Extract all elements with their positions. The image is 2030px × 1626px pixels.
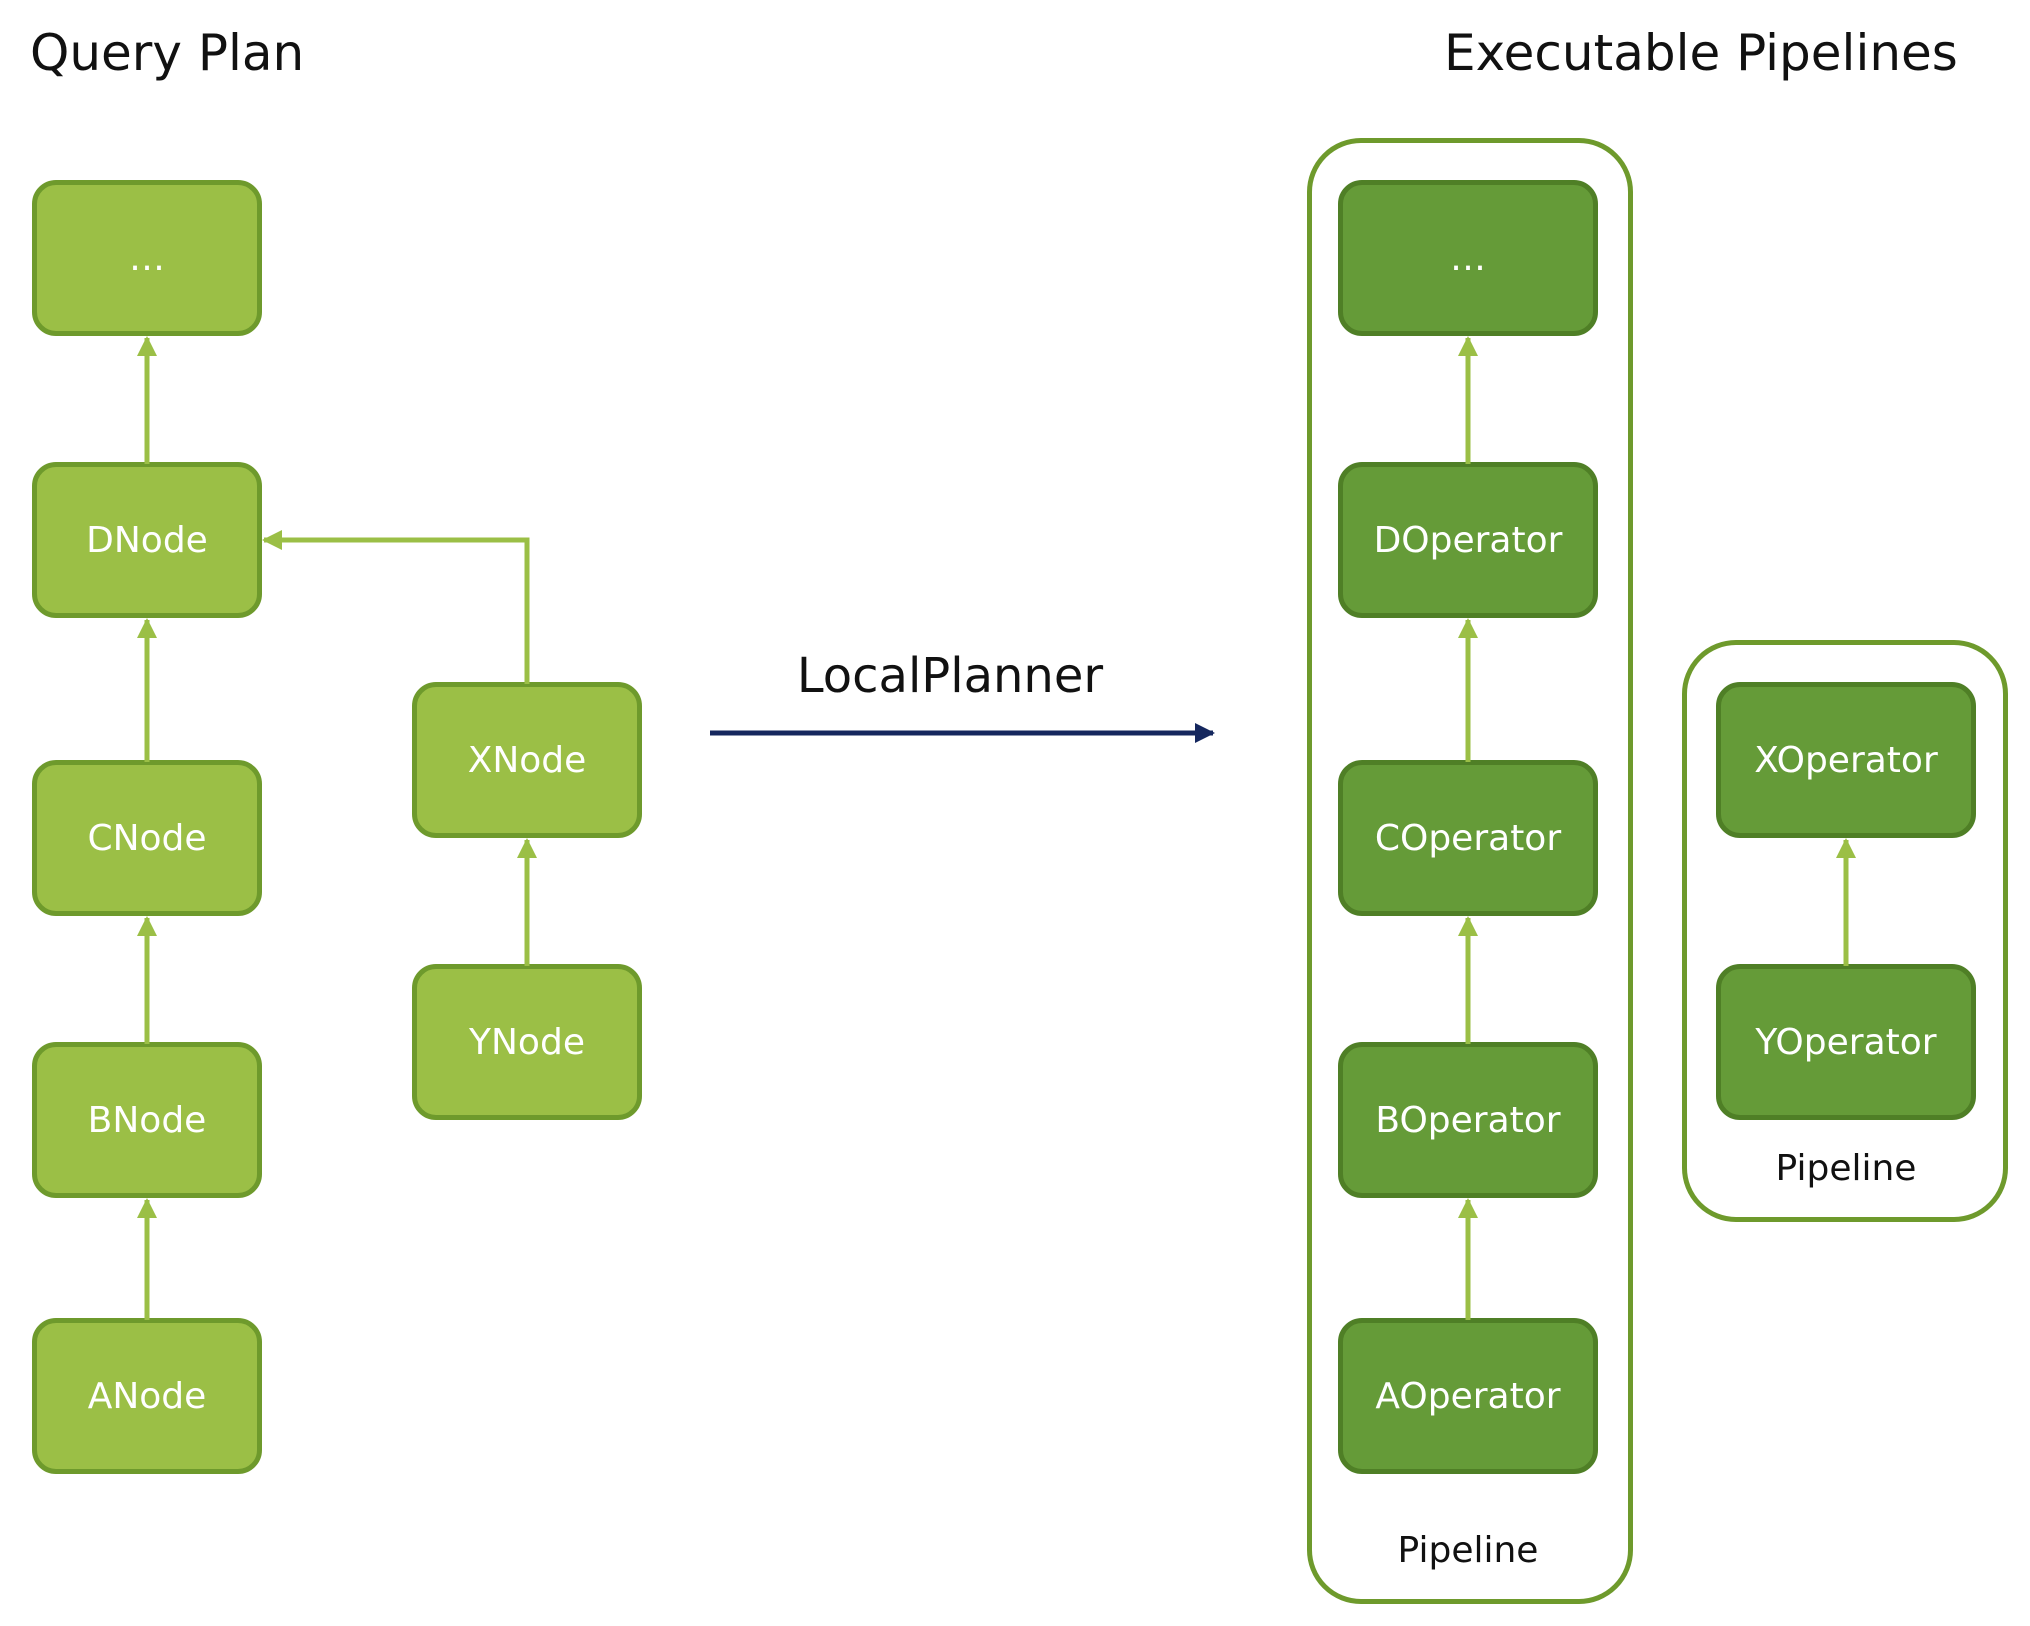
- query-plan-title: Query Plan: [30, 24, 305, 82]
- plan-node-ellipsis: …: [32, 180, 262, 336]
- edge-xnode-dnode: [262, 530, 530, 684]
- executable-pipelines-title: Executable Pipelines: [1444, 24, 1958, 82]
- operator-a: AOperator: [1338, 1318, 1598, 1474]
- pipeline-xy: [1682, 640, 2008, 1222]
- plan-node-d: DNode: [32, 462, 262, 618]
- plan-node-b: BNode: [32, 1042, 262, 1198]
- pipeline-main: [1307, 138, 1633, 1604]
- plan-node-x: XNode: [412, 682, 642, 838]
- operator-ellipsis: …: [1338, 180, 1598, 336]
- operator-d: DOperator: [1338, 462, 1598, 618]
- operator-y: YOperator: [1716, 964, 1976, 1120]
- pipeline-xy-label: Pipeline: [1775, 1148, 1917, 1189]
- pipeline-main-label: Pipeline: [1397, 1530, 1539, 1571]
- operator-x: XOperator: [1716, 682, 1976, 838]
- operator-b: BOperator: [1338, 1042, 1598, 1198]
- operator-c: COperator: [1338, 760, 1598, 916]
- plan-node-c: CNode: [32, 760, 262, 916]
- local-planner-label: LocalPlanner: [796, 648, 1104, 704]
- plan-node-y: YNode: [412, 964, 642, 1120]
- plan-node-a: ANode: [32, 1318, 262, 1474]
